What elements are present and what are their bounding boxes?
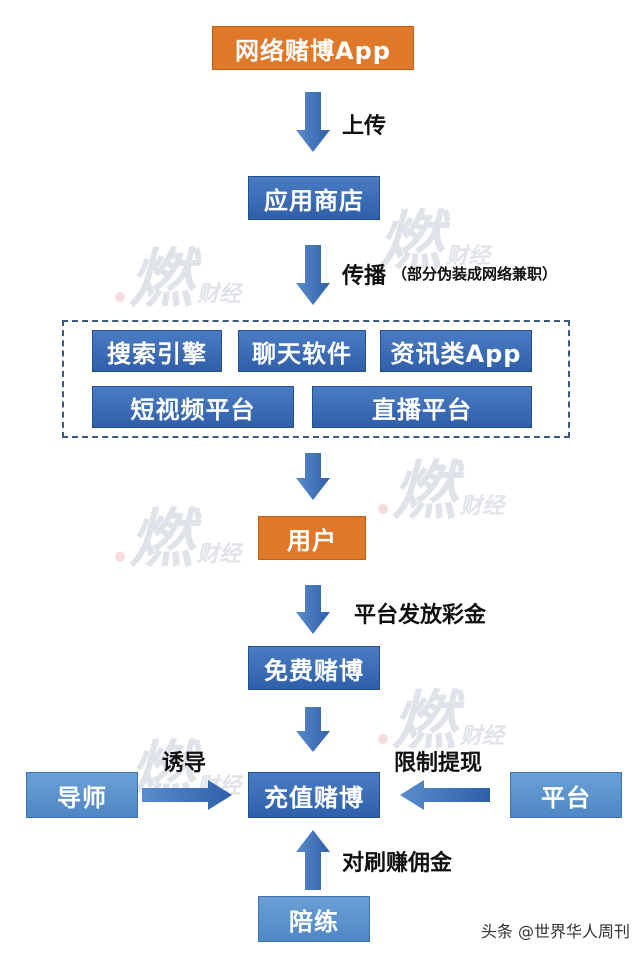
watermark-logo: 燃财经	[378, 204, 491, 279]
node-user: 用户	[258, 516, 366, 560]
edge-label-upload: 上传	[342, 114, 387, 139]
node-chat-software: 聊天软件	[238, 330, 366, 372]
arrow-left	[400, 780, 490, 810]
arrow-down	[296, 92, 330, 152]
arrow-up	[296, 830, 330, 890]
node-recharge-gambling: 充值赌博	[248, 772, 380, 818]
edge-label-bonus: 平台发放彩金	[354, 603, 487, 628]
arrow-down	[296, 245, 330, 305]
node-platform: 平台	[510, 772, 622, 818]
arrow-right	[142, 780, 232, 810]
node-app-store: 应用商店	[248, 176, 380, 220]
node-mentor: 导师	[26, 772, 138, 818]
node-gambling-app: 网络赌博App	[212, 26, 414, 70]
watermark-logo: 燃财经	[115, 228, 241, 320]
node-free-gambling: 免费赌博	[248, 646, 380, 690]
arrow-down	[296, 453, 330, 500]
watermark-logo: 燃财经	[378, 440, 504, 532]
edge-label-commission: 对刷赚佣金	[342, 851, 453, 876]
edge-label-spread: 传播	[342, 264, 387, 289]
watermark-logo: 燃财经	[378, 670, 504, 762]
source-credit: 头条 @世界华人周刊	[480, 922, 630, 941]
node-short-video: 短视频平台	[92, 386, 294, 428]
node-companion: 陪练	[258, 896, 370, 942]
node-search-engine: 搜索引擎	[92, 330, 222, 372]
channels-group	[62, 320, 570, 438]
arrow-down	[296, 585, 330, 634]
node-news-app: 资讯类App	[380, 330, 532, 372]
node-live-stream: 直播平台	[312, 386, 532, 428]
watermark-logo: 燃财经	[115, 488, 241, 580]
edge-label-limit-withdrawal: 限制提现	[394, 751, 483, 776]
edge-label-lure: 诱导	[162, 751, 207, 776]
edge-label-spread-note: （部分伪装成网络兼职）	[392, 265, 558, 283]
arrow-down	[296, 707, 330, 752]
